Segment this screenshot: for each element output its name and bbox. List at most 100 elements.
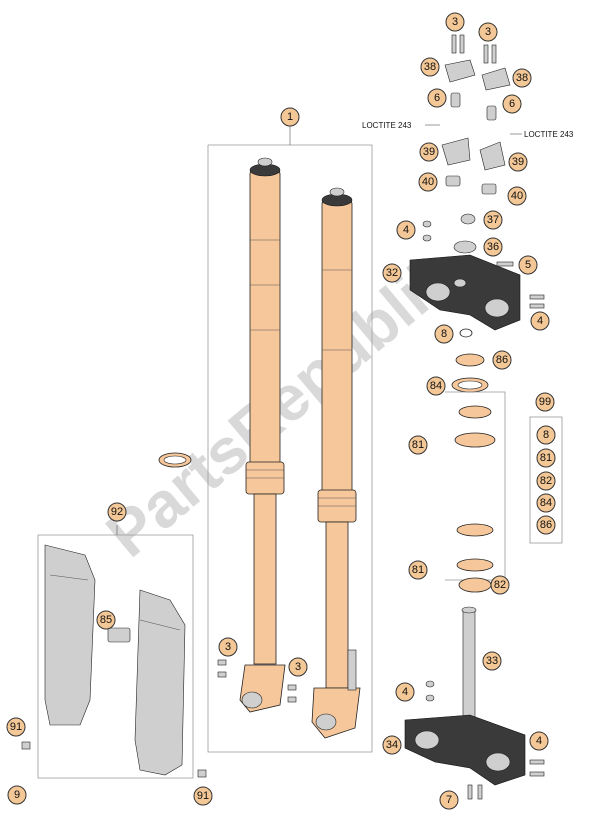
callout-3[interactable]: 3 bbox=[478, 22, 498, 42]
svg-text:84: 84 bbox=[430, 380, 442, 392]
upper-seal bbox=[455, 353, 485, 367]
right-fork-leg bbox=[311, 187, 361, 739]
svg-text:4: 4 bbox=[536, 735, 542, 747]
svg-text:3: 3 bbox=[485, 26, 491, 38]
guard-screws bbox=[21, 741, 207, 778]
svg-text:82: 82 bbox=[540, 475, 552, 487]
callout-32[interactable]: 32 bbox=[382, 263, 402, 283]
svg-text:1: 1 bbox=[287, 111, 293, 123]
callout-9[interactable]: 9 bbox=[7, 785, 27, 805]
svg-text:37: 37 bbox=[487, 214, 499, 226]
svg-text:81: 81 bbox=[412, 564, 424, 576]
callout-99[interactable]: 99 bbox=[535, 392, 555, 412]
svg-text:91: 91 bbox=[10, 721, 22, 733]
svg-text:38: 38 bbox=[424, 61, 436, 73]
svg-text:82: 82 bbox=[494, 579, 506, 591]
callout-82[interactable]: 82 bbox=[490, 575, 510, 595]
lower-clamp-left bbox=[441, 137, 471, 166]
stem-nut bbox=[460, 213, 476, 225]
svg-text:5: 5 bbox=[525, 259, 531, 271]
loctite-label-left: LOCTITE 243 bbox=[362, 121, 412, 130]
top-cap-ring bbox=[453, 240, 477, 254]
kit-item[interactable]: 84 bbox=[536, 493, 556, 513]
callout-86[interactable]: 86 bbox=[492, 350, 512, 370]
callout-38[interactable]: 38 bbox=[420, 57, 440, 77]
damper-right bbox=[481, 183, 497, 195]
callout-6[interactable]: 6 bbox=[502, 94, 522, 114]
callout-81[interactable]: 81 bbox=[408, 560, 428, 580]
callout-38[interactable]: 38 bbox=[512, 68, 532, 88]
lower-bearing bbox=[458, 577, 492, 593]
callout-39[interactable]: 39 bbox=[508, 152, 528, 172]
bearing-group-frame bbox=[445, 391, 506, 581]
guard-clamp bbox=[107, 627, 131, 643]
callout-84[interactable]: 84 bbox=[426, 376, 446, 396]
callout-36[interactable]: 36 bbox=[483, 237, 503, 257]
callout-8[interactable]: 8 bbox=[434, 324, 454, 344]
callout-1[interactable]: 1 bbox=[280, 107, 300, 127]
svg-text:32: 32 bbox=[386, 267, 398, 279]
repair-kit-list: 8 81 82 84 86 bbox=[536, 425, 556, 535]
callout-7[interactable]: 7 bbox=[439, 790, 459, 810]
svg-text:38: 38 bbox=[516, 72, 528, 84]
axle-clamp-bolts-left bbox=[217, 659, 227, 678]
svg-text:6: 6 bbox=[434, 92, 440, 104]
callout-6[interactable]: 6 bbox=[427, 88, 447, 108]
loctite-label-right: LOCTITE 243 bbox=[524, 130, 574, 139]
callout-91[interactable]: 91 bbox=[193, 786, 213, 806]
spacer-bolt-left bbox=[450, 92, 461, 108]
callout-40[interactable]: 40 bbox=[507, 186, 527, 206]
callout-3[interactable]: 3 bbox=[288, 657, 308, 677]
svg-text:33: 33 bbox=[486, 655, 498, 667]
kit-item[interactable]: 86 bbox=[536, 515, 556, 535]
svg-text:9: 9 bbox=[14, 789, 20, 801]
callout-4[interactable]: 4 bbox=[396, 220, 416, 240]
handlebar-clamp-right bbox=[481, 44, 511, 91]
callout-4[interactable]: 4 bbox=[530, 311, 550, 331]
kit-item[interactable]: 8 bbox=[536, 425, 556, 445]
left-fork-leg bbox=[239, 157, 286, 713]
axle-clamp-bolts-right bbox=[287, 684, 297, 703]
upper-bearing bbox=[451, 377, 489, 393]
callout-33[interactable]: 33 bbox=[482, 651, 502, 671]
kit-item[interactable]: 82 bbox=[536, 471, 556, 491]
svg-text:85: 85 bbox=[100, 614, 112, 626]
fork-guard-frame bbox=[37, 534, 194, 779]
callout-91[interactable]: 91 bbox=[6, 717, 26, 737]
callout-39[interactable]: 39 bbox=[419, 142, 439, 162]
bearing-cup-lower bbox=[456, 523, 494, 572]
svg-text:4: 4 bbox=[537, 315, 543, 327]
callout-81[interactable]: 81 bbox=[408, 435, 428, 455]
callout-34[interactable]: 34 bbox=[382, 735, 402, 755]
svg-text:7: 7 bbox=[446, 794, 452, 806]
callout-5[interactable]: 5 bbox=[518, 255, 538, 275]
bearing-cup-upper bbox=[454, 405, 496, 448]
svg-text:4: 4 bbox=[403, 224, 409, 236]
svg-text:84: 84 bbox=[540, 497, 552, 509]
svg-text:8: 8 bbox=[543, 429, 549, 441]
lower-triple-clamp bbox=[404, 714, 526, 786]
svg-text:40: 40 bbox=[511, 190, 523, 202]
callout-37[interactable]: 37 bbox=[483, 210, 503, 230]
right-fork-guard bbox=[134, 589, 186, 776]
triple-clamp-bolts-lower bbox=[425, 680, 545, 800]
handlebar-clamp-left bbox=[444, 34, 476, 83]
callout-92[interactable]: 92 bbox=[107, 502, 127, 522]
callout-3[interactable]: 3 bbox=[445, 12, 465, 32]
o-ring bbox=[459, 328, 473, 338]
callout-40[interactable]: 40 bbox=[418, 172, 438, 192]
kit-item[interactable]: 81 bbox=[536, 448, 556, 468]
svg-text:39: 39 bbox=[423, 146, 435, 158]
upper-triple-clamp bbox=[409, 254, 521, 331]
callout-4[interactable]: 4 bbox=[395, 682, 415, 702]
svg-text:86: 86 bbox=[540, 519, 552, 531]
svg-text:40: 40 bbox=[422, 176, 434, 188]
callout-3[interactable]: 3 bbox=[218, 637, 238, 657]
svg-text:34: 34 bbox=[386, 739, 398, 751]
damper-left bbox=[445, 175, 461, 187]
svg-text:36: 36 bbox=[487, 241, 499, 253]
left-fork-guard bbox=[44, 544, 96, 726]
callout-85[interactable]: 85 bbox=[96, 610, 116, 630]
svg-text:86: 86 bbox=[496, 354, 508, 366]
callout-4[interactable]: 4 bbox=[529, 731, 549, 751]
